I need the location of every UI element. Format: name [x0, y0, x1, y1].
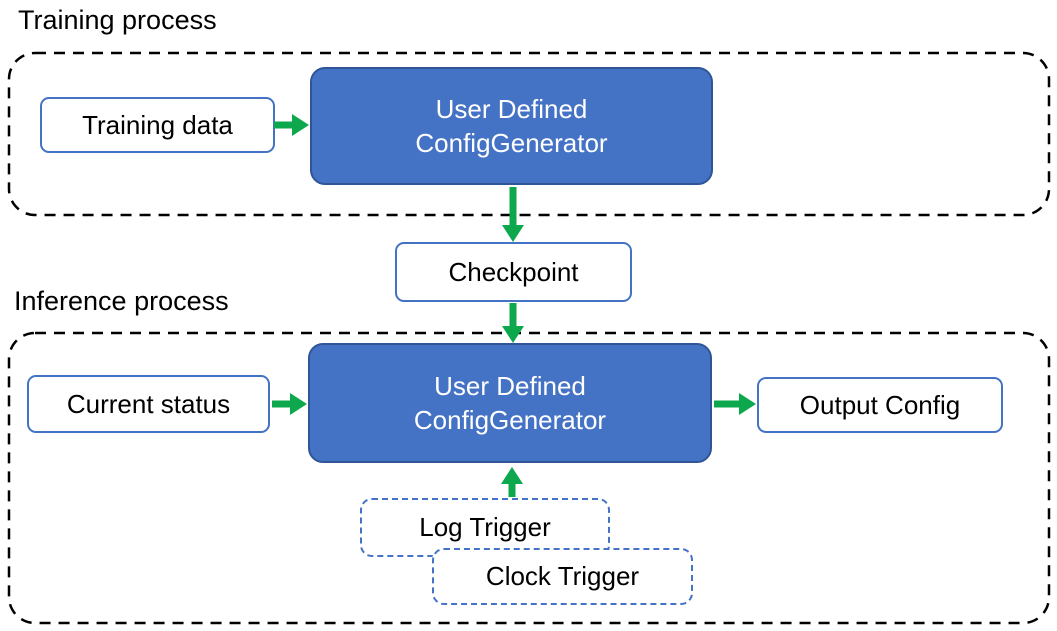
training-data-label: Training data [82, 109, 233, 140]
clock-trigger-label: Clock Trigger [485, 561, 640, 591]
training-config-generator-box: User Defined ConfigGenerator [310, 67, 713, 185]
training-process-title: Training process [18, 5, 217, 35]
inference-config-generator-box: User Defined ConfigGenerator [308, 343, 712, 463]
checkpoint-label: Checkpoint [448, 256, 579, 287]
training-generator-line1: User Defined [435, 94, 588, 124]
checkpoint-box: Checkpoint [395, 242, 632, 302]
current-status-box: Current status [27, 375, 270, 433]
output-config-label: Output Config [799, 389, 961, 420]
inference-generator-line2: ConfigGenerator [413, 405, 607, 435]
log-trigger-label: Log Trigger [419, 512, 551, 542]
inference-generator-line1: User Defined [434, 371, 586, 401]
current-status-label: Current status [66, 388, 231, 419]
clock-trigger-box: Clock Trigger [432, 548, 693, 605]
training-generator-line2: ConfigGenerator [415, 128, 608, 158]
training-data-box: Training data [40, 97, 275, 153]
output-config-box: Output Config [757, 377, 1003, 433]
inference-process-title: Inference process [14, 286, 229, 316]
